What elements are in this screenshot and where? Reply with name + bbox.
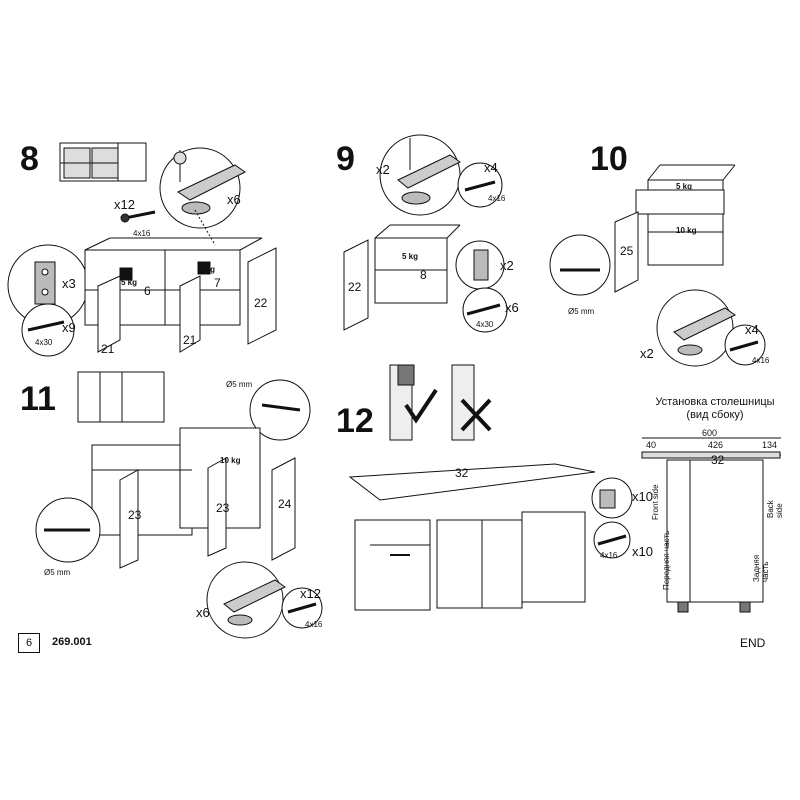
dimension-left: 40 bbox=[646, 440, 657, 450]
qty-x12: x12 bbox=[300, 586, 321, 601]
step12-cabinets-row bbox=[354, 511, 586, 611]
step11-main-cabinet bbox=[91, 427, 296, 569]
part-25: 25 bbox=[620, 244, 634, 258]
size-4x16: 4x16 bbox=[600, 551, 618, 560]
dimension-total: 600 bbox=[702, 428, 718, 438]
step9-bracket-detail bbox=[455, 240, 505, 290]
step10-handle-detail bbox=[549, 234, 611, 296]
countertop-subtitle: (вид сбоку) bbox=[686, 409, 744, 421]
step9-screw-detail bbox=[457, 162, 503, 208]
weight-10kg: 10 kg bbox=[220, 456, 241, 465]
qty-x6: x6 bbox=[196, 605, 210, 620]
qty-x9: x9 bbox=[62, 320, 76, 335]
part-22: 22 bbox=[254, 296, 268, 310]
weight-5kg: 5 kg bbox=[199, 265, 216, 274]
size-4x30: 4x30 bbox=[476, 320, 494, 329]
part-23: 23 bbox=[216, 501, 230, 515]
front-side-label: Front side bbox=[651, 484, 660, 520]
dimension-right: 134 bbox=[762, 440, 778, 450]
step11-rail-detail bbox=[35, 497, 101, 563]
part-7: 7 bbox=[214, 276, 221, 290]
part-6: 6 bbox=[144, 284, 151, 298]
size-4x16: 4x16 bbox=[488, 194, 506, 203]
size-4x30: 4x30 bbox=[35, 338, 53, 347]
step8-screw-4x30 bbox=[21, 303, 75, 357]
step8-preview-cabinet bbox=[59, 142, 147, 182]
step-number-11: 11 bbox=[20, 380, 56, 418]
qty-x10: x10 bbox=[632, 489, 653, 504]
step9-hinge-detail bbox=[379, 134, 461, 216]
countertop-side-view bbox=[641, 437, 781, 613]
qty-x4: x4 bbox=[484, 160, 498, 175]
step9-screw-4x30 bbox=[462, 287, 508, 333]
step12-drill-ok bbox=[389, 364, 438, 441]
weight-5kg: 5 kg bbox=[402, 252, 419, 261]
step11-screw-detail bbox=[281, 587, 323, 629]
part-32: 32 bbox=[455, 466, 469, 480]
step-number-8: 8 bbox=[20, 140, 39, 178]
step-number-9: 9 bbox=[336, 140, 355, 178]
part-24: 24 bbox=[278, 497, 292, 511]
diameter-5mm: Ø5 mm bbox=[568, 307, 595, 316]
weight-5kg: 5 kg bbox=[121, 278, 138, 287]
step10-screw-detail bbox=[724, 324, 766, 366]
part-8: 8 bbox=[420, 268, 427, 282]
weight-5kg: 5 kg bbox=[676, 182, 693, 191]
step12-bracket-detail bbox=[591, 477, 633, 519]
part-21: 21 bbox=[101, 342, 115, 356]
dimension-mid: 426 bbox=[708, 440, 724, 450]
weight-10kg: 10 kg bbox=[676, 226, 697, 235]
diameter-5mm: Ø5 mm bbox=[44, 568, 71, 577]
page-number: 6 bbox=[18, 633, 40, 653]
step10-hinge-detail bbox=[656, 289, 736, 367]
back-side-label: Back side bbox=[766, 500, 784, 518]
step8-main-cabinet bbox=[84, 209, 277, 353]
diameter-5mm: Ø5 mm bbox=[226, 380, 253, 389]
step9-cabinet bbox=[343, 224, 461, 331]
part-21: 21 bbox=[183, 333, 197, 347]
step12-drill-wrong bbox=[451, 364, 492, 441]
step-number-12: 12 bbox=[336, 402, 374, 440]
qty-x2: x2 bbox=[376, 162, 390, 177]
step11-hinge-detail bbox=[206, 561, 286, 639]
step10-cabinet bbox=[614, 164, 736, 293]
back-part-label-ru: Задняя часть bbox=[752, 554, 770, 582]
step8-bracket-detail bbox=[7, 244, 89, 326]
qty-x4: x4 bbox=[745, 322, 759, 337]
qty-x3: x3 bbox=[62, 276, 76, 291]
qty-x6: x6 bbox=[227, 192, 241, 207]
end-label: END bbox=[740, 636, 766, 650]
step8-hinge-detail bbox=[159, 147, 246, 229]
step8-screw-4x16 bbox=[120, 210, 156, 223]
step11-preview-cabinet bbox=[77, 371, 165, 423]
part-22: 22 bbox=[348, 280, 362, 294]
size-4x16: 4x16 bbox=[752, 356, 770, 365]
step12-countertop bbox=[348, 463, 596, 501]
qty-x12: x12 bbox=[114, 197, 135, 212]
step11-handle-detail bbox=[249, 379, 311, 441]
size-4x16: 4x16 bbox=[133, 229, 151, 238]
countertop-title: Установка столешницы bbox=[655, 396, 775, 408]
part-32: 32 bbox=[711, 453, 725, 467]
qty-x2: x2 bbox=[500, 258, 514, 273]
step12-screw-detail bbox=[593, 521, 631, 559]
part-23: 23 bbox=[128, 508, 142, 522]
qty-x10: x10 bbox=[632, 544, 653, 559]
front-part-label-ru: Передняя часть bbox=[662, 530, 671, 590]
qty-x2: x2 bbox=[640, 346, 654, 361]
product-code: 269.001 bbox=[52, 636, 92, 648]
qty-x6: x6 bbox=[505, 300, 519, 315]
size-4x16: 4x16 bbox=[305, 620, 323, 629]
step-number-10: 10 bbox=[590, 140, 628, 178]
